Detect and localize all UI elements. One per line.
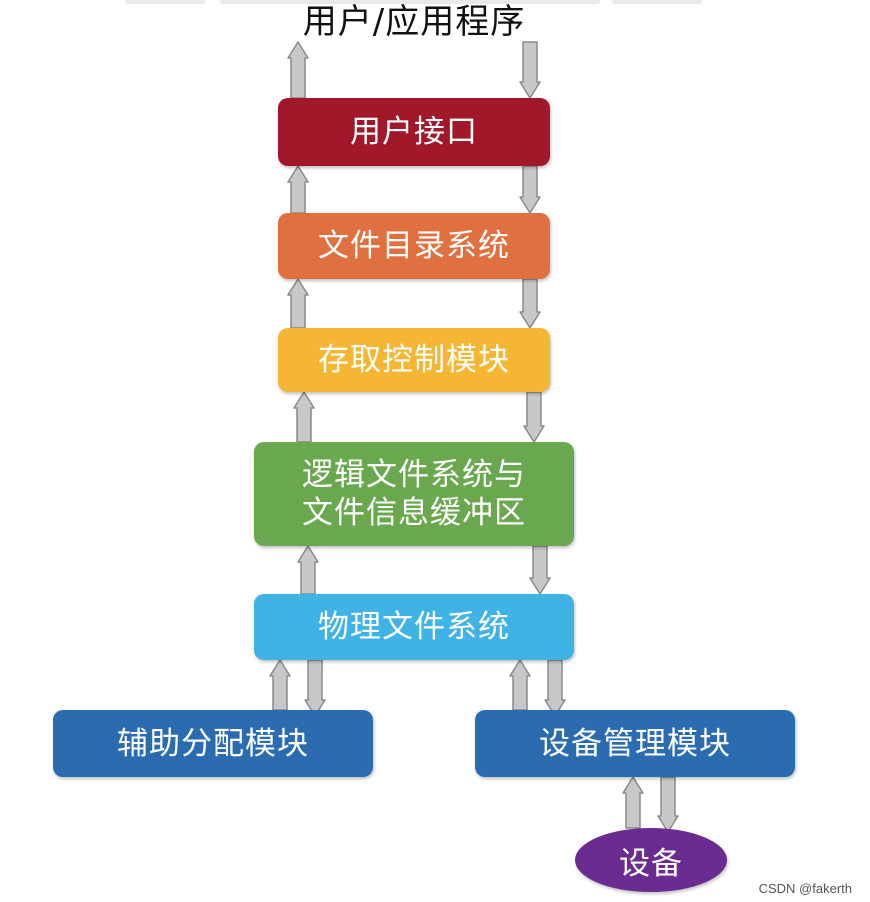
arrow-up-to-user-interface [287,165,309,214]
access-control-module-box: 存取控制模块 [278,328,550,392]
arrow-down-to-physical-fs [529,545,551,595]
file-directory-system-box: 文件目录系统 [278,213,550,279]
physical-file-system-box: 物理文件系统 [254,594,574,660]
logical-file-system-box: 逻辑文件系统与 文件信息缓冲区 [254,442,574,546]
arrow-down-to-logical-fs [523,391,545,443]
device-label: 设备 [619,845,683,882]
user-interface-box: 用户接口 [278,98,550,166]
arrow-down-to-device-management [544,659,566,717]
device-management-module-label: 设备管理模块 [539,725,731,762]
logical-file-system-label-line1: 逻辑文件系统与 [302,457,526,493]
device-management-module-box: 设备管理模块 [475,710,795,777]
arrow-up-from-device [622,776,644,829]
top-strip-right [612,0,702,4]
arrow-up-to-file-directory [287,278,309,329]
user-interface-label: 用户接口 [350,114,478,150]
top-strip-left [125,0,205,4]
arrow-up-to-logical-fs [297,545,319,595]
watermark: CSDN @fakerth [758,881,852,896]
arrow-up-to-access-control [293,391,315,443]
arrow-down-from-title [519,41,541,99]
arrow-down-to-access-control [519,278,541,329]
diagram-title: 用户/应用程序 [302,2,526,42]
arrow-up-to-title [287,41,309,99]
arrow-up-from-aux-allocation [269,659,291,711]
auxiliary-allocation-module-box: 辅助分配模块 [53,710,373,777]
access-control-module-label: 存取控制模块 [318,342,510,378]
arrow-down-to-device [657,776,679,833]
physical-file-system-label: 物理文件系统 [318,609,510,645]
arrow-down-to-aux-allocation [304,659,326,717]
logical-file-system-label-line2: 文件信息缓冲区 [302,495,526,531]
auxiliary-allocation-module-label: 辅助分配模块 [117,725,309,762]
arrow-up-from-device-management [509,659,531,711]
top-strip-middle [220,0,600,4]
arrow-down-to-file-directory [519,165,541,214]
device-ellipse: 设备 [575,828,727,892]
file-directory-system-label: 文件目录系统 [318,228,510,264]
